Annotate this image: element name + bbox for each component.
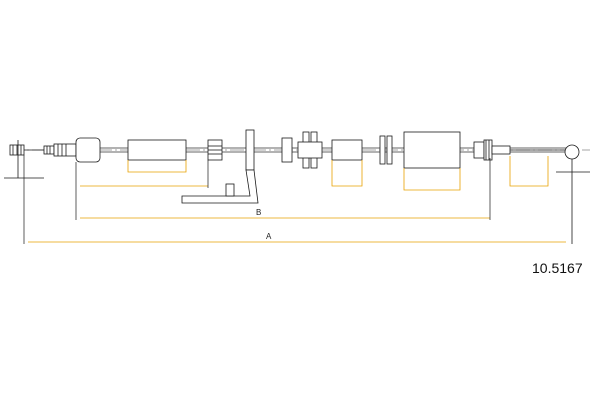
sheath-segment-1 bbox=[127, 139, 187, 161]
dimension-label-b: B bbox=[256, 208, 261, 217]
large-sleeve bbox=[403, 131, 461, 169]
part-number-label: 10.5167 bbox=[532, 260, 583, 276]
left-ferrule bbox=[24, 143, 77, 157]
mounting-bracket bbox=[181, 129, 259, 204]
sheath-segment-2 bbox=[331, 139, 363, 161]
middle-nut bbox=[281, 137, 293, 163]
dimension-label-a: A bbox=[266, 232, 272, 241]
accent-dimension-markers bbox=[28, 156, 566, 243]
adjuster-nut bbox=[207, 139, 223, 161]
right-nut bbox=[473, 139, 493, 161]
ring-clamp bbox=[379, 135, 393, 165]
dimension-lines bbox=[23, 155, 491, 244]
right-end-fitting bbox=[491, 144, 590, 244]
grommet bbox=[297, 131, 323, 169]
left-sleeve bbox=[75, 137, 101, 163]
